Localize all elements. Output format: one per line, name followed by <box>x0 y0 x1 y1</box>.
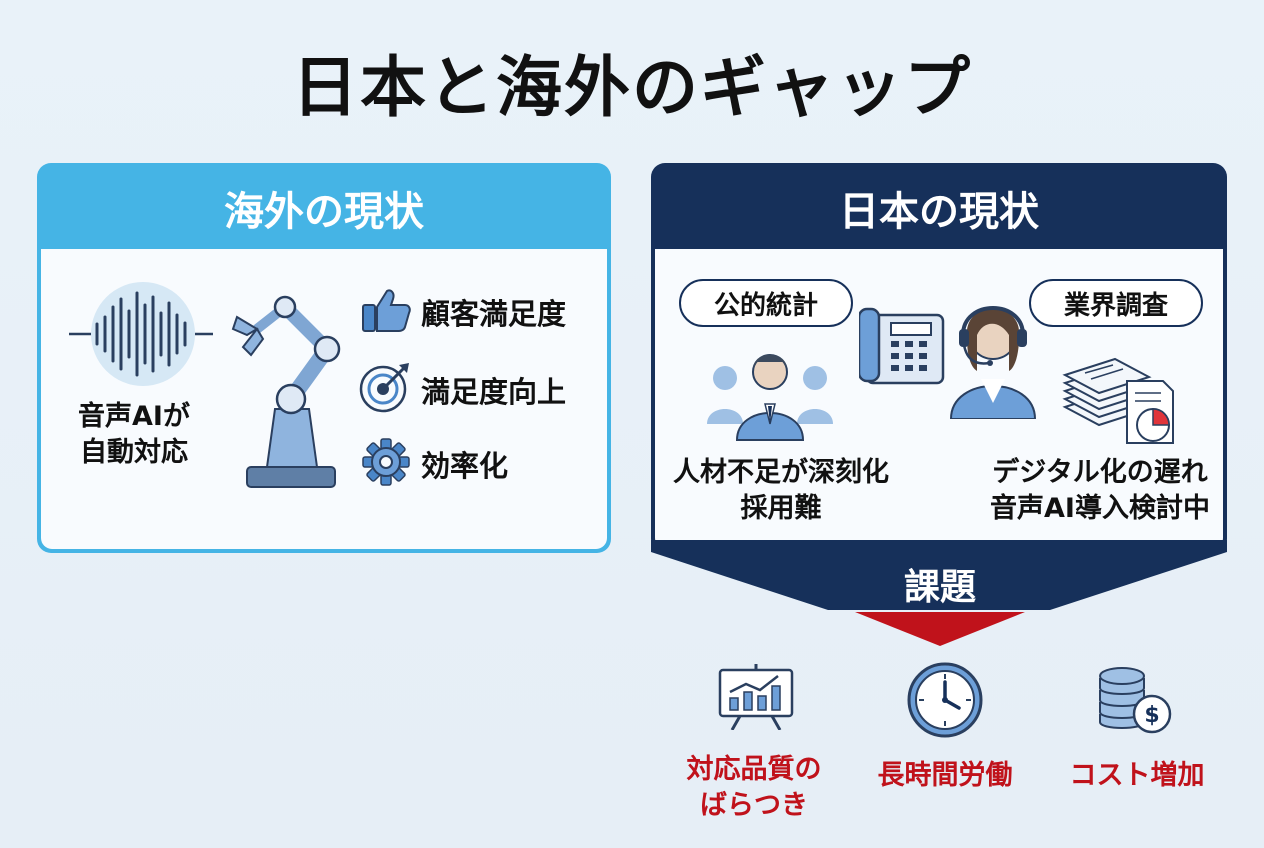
sound-wave-icon <box>69 282 213 386</box>
item-label: 顧客満足度 <box>421 297 567 331</box>
gear-icon <box>362 438 410 486</box>
svg-text:$: $ <box>1144 703 1159 728</box>
pill-industry-survey: 業界調査 <box>1029 279 1203 327</box>
pill-public-stats: 公的統計 <box>679 279 853 327</box>
thumbs-up-icon <box>362 289 411 332</box>
robot-arm-icon <box>231 295 341 488</box>
target-icon <box>359 363 409 413</box>
overseas-panel-body: 音声AIが 自動対応 顧客満足度 満足 <box>41 249 607 549</box>
people-group-icon <box>707 354 833 441</box>
japan-left-text: 人材不足が深刻化 採用難 <box>673 457 889 524</box>
issue-cost-label: コスト増加 <box>1069 760 1205 791</box>
japan-header: 日本の現状 <box>839 189 1039 235</box>
overseas-header: 海外の現状 <box>224 189 424 235</box>
item-label: 効率化 <box>421 449 509 483</box>
issue-label: 課題 <box>903 567 976 608</box>
overseas-panel: 海外の現状 音声AIが 自動対応 <box>37 163 611 553</box>
documents-chart-icon <box>1062 357 1174 444</box>
issue-overtime-label: 長時間労働 <box>877 760 1013 791</box>
phone-operator-icon <box>859 306 1037 419</box>
clock-icon <box>907 662 983 738</box>
voice-ai-label: 音声AIが 自動対応 <box>78 401 190 468</box>
chart-board-icon <box>718 664 794 730</box>
page-title: 日本と海外のギャップ <box>292 49 972 126</box>
item-label: 満足度向上 <box>421 375 567 409</box>
japan-panel-body: 公的統計 業界調査 <box>655 249 1223 549</box>
japan-panel: 日本の現状 公的統計 業界調査 <box>651 163 1227 553</box>
issue-quality-label: 対応品質の ばらつき <box>686 754 822 821</box>
japan-right-text: デジタル化の遅れ 音声AI導入検討中 <box>990 457 1210 524</box>
coins-dollar-icon: $ <box>1099 667 1172 734</box>
